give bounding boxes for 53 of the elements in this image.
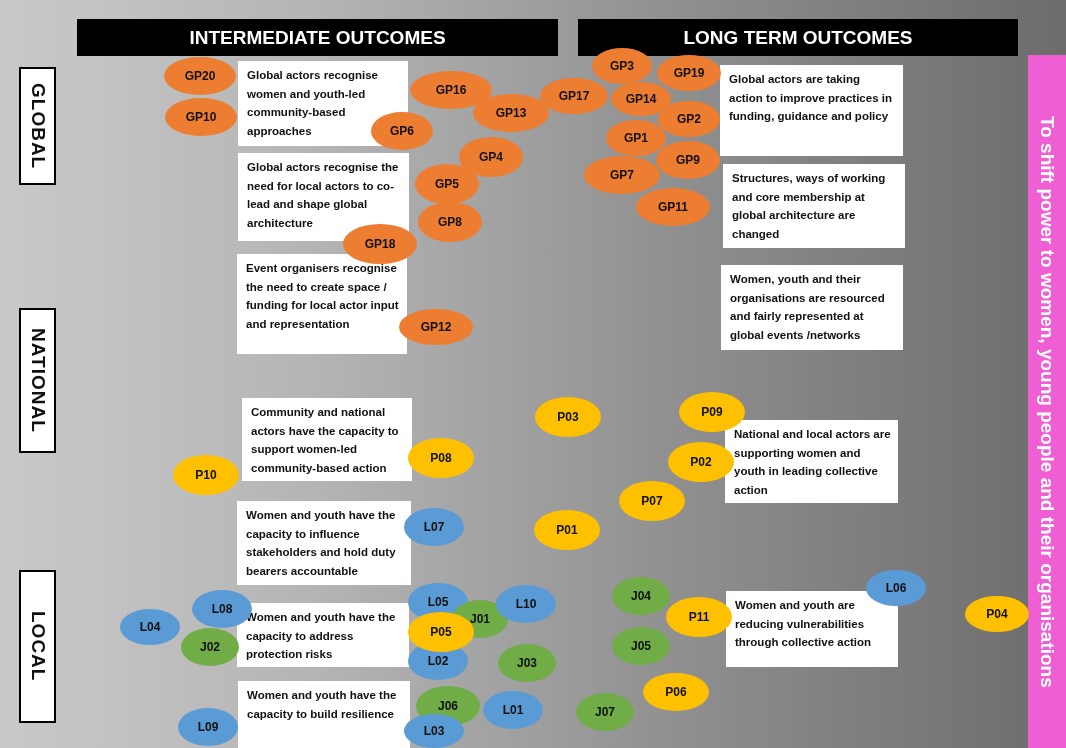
goal-banner: To shift power to women, young people and their organisations xyxy=(1028,55,1066,748)
code-ellipse: P03 xyxy=(535,397,601,437)
code-ellipse: GP9 xyxy=(656,141,720,179)
outcome-box: Community and national actors have the capacity to support women-led community-based action xyxy=(242,398,412,481)
code-ellipse: P10 xyxy=(173,455,239,495)
code-ellipse: GP3 xyxy=(592,48,652,84)
code-ellipse: GP14 xyxy=(611,82,671,116)
code-ellipse: J03 xyxy=(498,644,556,682)
code-ellipse: L06 xyxy=(866,570,926,606)
code-ellipse: GP6 xyxy=(371,112,433,150)
outcome-box: Women and youth are reducing vulnerabilities through collective action xyxy=(726,591,898,667)
code-ellipse: P01 xyxy=(534,510,600,550)
code-ellipse: GP1 xyxy=(606,120,666,156)
code-ellipse: P02 xyxy=(668,442,734,482)
outcome-box: Event organisers recognise the need to create space / funding for local actor input and representation xyxy=(237,254,407,354)
outcome-box: Structures, ways of working and core membership at global architecture are changed xyxy=(723,164,905,248)
outcome-box: National and local actors are supporting women and youth in leading collective action xyxy=(725,420,898,503)
code-ellipse: L04 xyxy=(120,609,180,645)
code-ellipse: P07 xyxy=(619,481,685,521)
code-ellipse: GP19 xyxy=(657,55,721,91)
outcome-box: Women and youth have the capacity to build resilience xyxy=(238,681,410,748)
code-ellipse: GP7 xyxy=(584,156,660,194)
code-ellipse: J07 xyxy=(576,693,634,731)
level-label: GLOBAL xyxy=(19,67,56,185)
code-ellipse: L07 xyxy=(404,508,464,546)
code-ellipse: GP2 xyxy=(658,101,720,137)
level-label: NATIONAL xyxy=(19,308,56,453)
code-ellipse: GP20 xyxy=(164,57,236,95)
code-ellipse: GP5 xyxy=(415,164,479,204)
outcome-box: Women and youth have the capacity to influence stakeholders and hold duty bearers accountable xyxy=(237,501,411,585)
code-ellipse: GP12 xyxy=(399,309,473,345)
code-ellipse: P04 xyxy=(965,596,1029,632)
code-ellipse: GP16 xyxy=(410,71,492,109)
code-ellipse: P08 xyxy=(408,438,474,478)
code-ellipse: GP8 xyxy=(418,202,482,242)
code-ellipse: GP10 xyxy=(165,98,237,136)
code-ellipse: GP13 xyxy=(473,94,549,132)
code-ellipse: P11 xyxy=(666,597,732,637)
code-ellipse: L09 xyxy=(178,708,238,746)
code-ellipse: GP4 xyxy=(459,137,523,177)
code-ellipse: J02 xyxy=(181,628,239,666)
code-ellipse: L01 xyxy=(483,691,543,729)
code-ellipse: P06 xyxy=(643,673,709,711)
level-label: LOCAL xyxy=(19,570,56,723)
code-ellipse: L10 xyxy=(496,585,556,623)
code-ellipse: J04 xyxy=(612,577,670,615)
outcome-box: Global actors are taking action to improve practices in funding, guidance and policy xyxy=(720,65,903,156)
outcome-box: Women, youth and their organisations are resourced and fairly represented at global events /networks xyxy=(721,265,903,350)
section-header: INTERMEDIATE OUTCOMES xyxy=(77,19,558,56)
section-header: LONG TERM OUTCOMES xyxy=(578,19,1018,56)
code-ellipse: GP11 xyxy=(636,188,710,226)
code-ellipse: GP17 xyxy=(540,78,608,114)
code-ellipse: J05 xyxy=(612,627,670,665)
